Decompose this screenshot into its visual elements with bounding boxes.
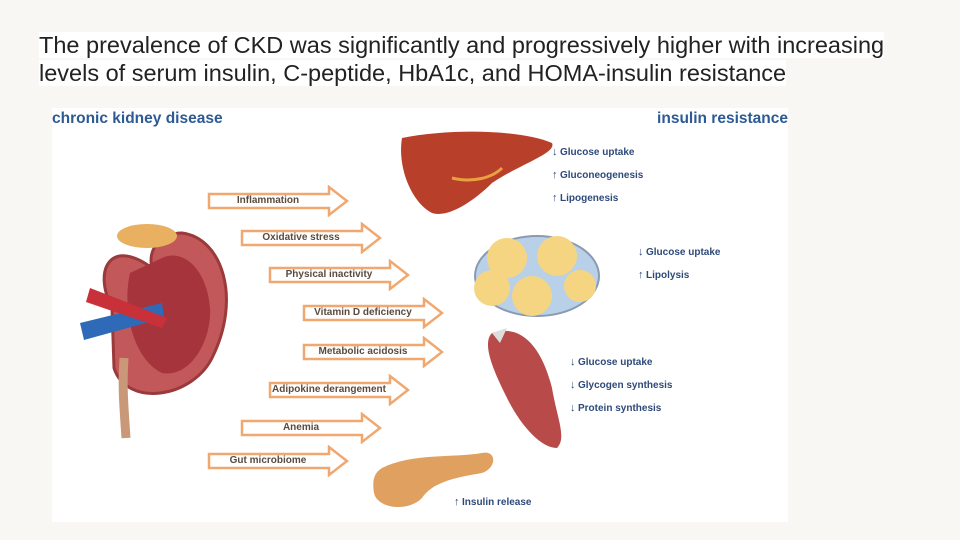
up-arrow-icon: ↑ (552, 192, 558, 204)
effect-item: ↓Glycogen synthesis (570, 374, 672, 397)
factor-arrow: Inflammation (207, 185, 349, 217)
pancreas-effects: ↑Insulin release (454, 491, 531, 514)
factor-label: Adipokine derangement (272, 384, 386, 395)
muscle-illustration (487, 328, 562, 448)
factor-arrow: Physical inactivity (268, 259, 410, 291)
left-title: chronic kidney disease (52, 110, 223, 127)
effect-item: ↑Lipolysis (638, 264, 720, 287)
effect-label: Glucose uptake (578, 357, 653, 368)
arrow-shape (268, 259, 410, 291)
slide-headline: The prevalence of CKD was significantly … (39, 32, 885, 86)
pancreas-illustration (373, 452, 494, 508)
down-arrow-icon: ↓ (570, 356, 576, 368)
effect-item: ↓Glucose uptake (552, 141, 643, 164)
down-arrow-icon: ↓ (570, 402, 576, 414)
effect-label: Lipogenesis (560, 193, 619, 204)
effect-item: ↑Insulin release (454, 491, 531, 514)
up-arrow-icon: ↑ (638, 269, 644, 281)
ckd-insulin-resistance-figure: chronic kidney disease insulin resistanc… (52, 108, 788, 522)
factor-label: Vitamin D deficiency (314, 307, 412, 318)
arrow-shape (302, 297, 444, 329)
factor-label: Inflammation (236, 195, 300, 206)
up-arrow-icon: ↑ (454, 496, 460, 508)
arrow-shape (240, 222, 382, 254)
factor-arrow: Metabolic acidosis (302, 336, 444, 368)
down-arrow-icon: ↓ (570, 379, 576, 391)
effect-label: Glucose uptake (646, 247, 721, 258)
factor-arrow: Anemia (240, 412, 382, 444)
effect-item: ↓Protein synthesis (570, 397, 672, 420)
effect-item: ↓Glucose uptake (638, 241, 720, 264)
arrow-shape (207, 445, 349, 477)
arrow-shape (302, 336, 444, 368)
factor-arrow: Vitamin D deficiency (302, 297, 444, 329)
muscle-effects: ↓Glucose uptake↓Glycogen synthesis↓Prote… (570, 351, 672, 420)
factor-arrow: Adipokine derangement (268, 374, 410, 406)
factor-label: Physical inactivity (285, 269, 373, 280)
effect-label: Glycogen synthesis (578, 380, 673, 391)
arrow-shape (207, 185, 349, 217)
factor-label: Anemia (282, 422, 320, 433)
factor-arrow: Oxidative stress (240, 222, 382, 254)
factor-arrow: Gut microbiome (207, 445, 349, 477)
effect-label: Gluconeogenesis (560, 170, 644, 181)
down-arrow-icon: ↓ (552, 146, 558, 158)
liver-effects: ↓Glucose uptake↑Gluconeogenesis↑Lipogene… (552, 141, 643, 210)
effect-label: Insulin release (462, 497, 532, 508)
factor-label: Gut microbiome (229, 455, 307, 466)
effect-item: ↑Lipogenesis (552, 187, 643, 210)
organ-illustrations (80, 131, 600, 508)
effect-label: Protein synthesis (578, 403, 662, 414)
effect-item: ↓Glucose uptake (570, 351, 672, 374)
effect-item: ↑Gluconeogenesis (552, 164, 643, 187)
up-arrow-icon: ↑ (552, 169, 558, 181)
down-arrow-icon: ↓ (638, 246, 644, 258)
factor-label: Oxidative stress (262, 232, 340, 243)
liver-illustration (401, 131, 553, 214)
arrow-shape (268, 374, 410, 406)
factor-label: Metabolic acidosis (318, 346, 408, 357)
effect-label: Glucose uptake (560, 147, 635, 158)
effect-label: Lipolysis (646, 270, 690, 281)
right-title: insulin resistance (657, 110, 788, 127)
kidney-illustration (80, 224, 228, 439)
arrow-shape (240, 412, 382, 444)
adipose-illustration (474, 235, 600, 317)
adipose-effects: ↓Glucose uptake↑Lipolysis (638, 241, 720, 287)
